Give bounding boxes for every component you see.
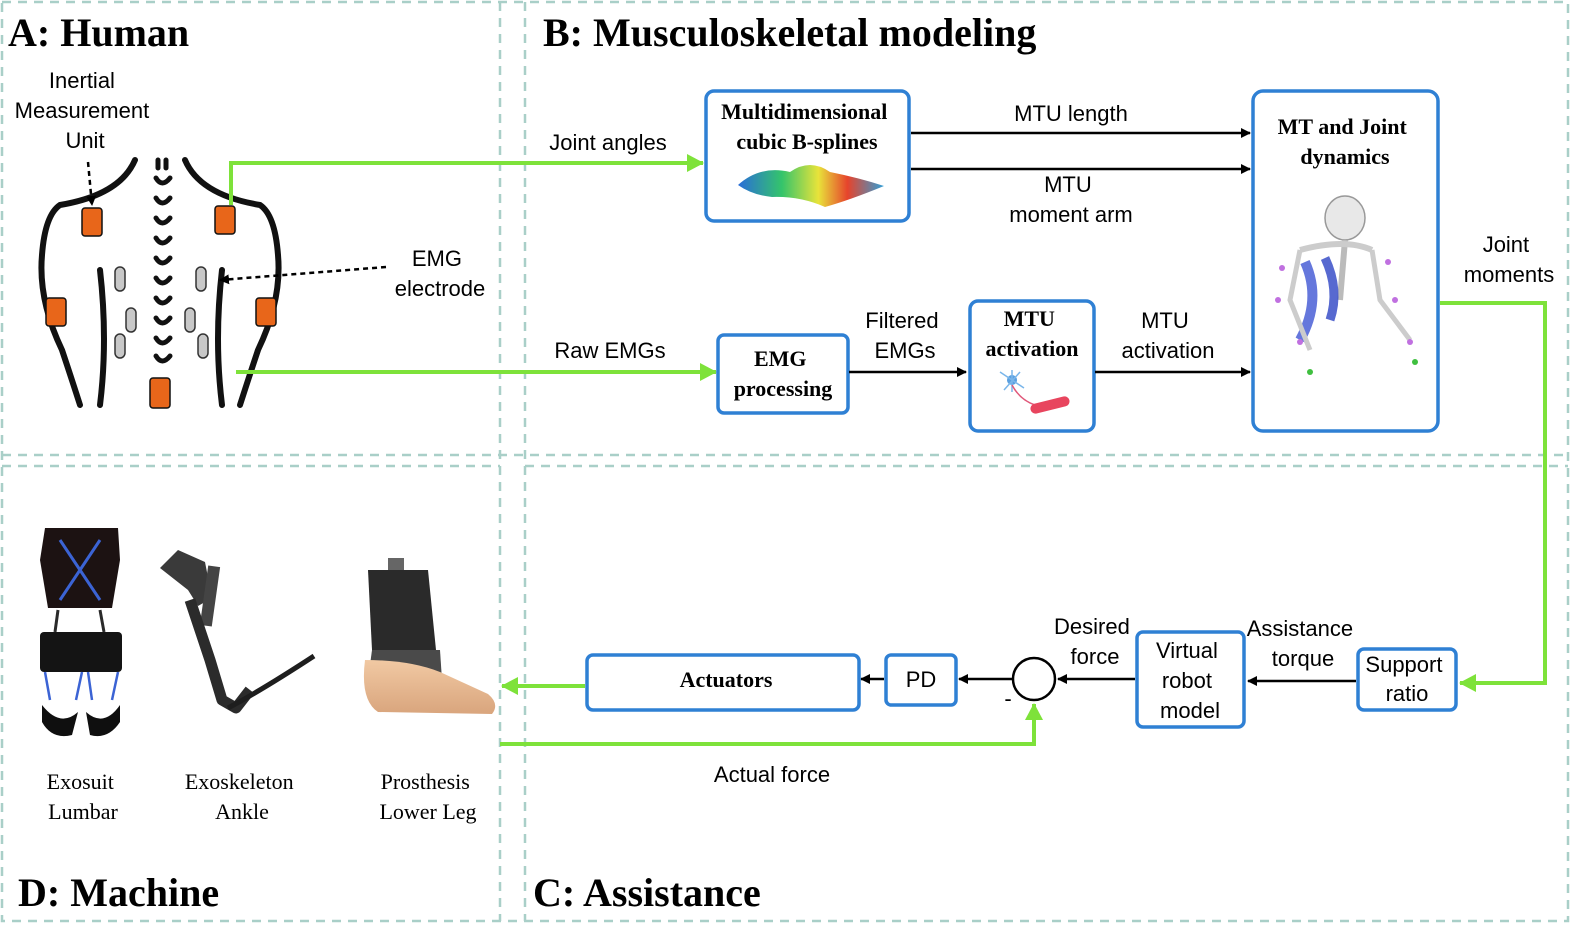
imu-sensor [214,205,236,235]
spline-surface-icon [738,165,884,207]
mt-joint-dynamics-label: MT and Joint dynamics [1278,114,1413,169]
exoskeleton-ankle-image [160,550,316,714]
panel-title-machine: D: Machine [18,870,219,915]
neuron-muscle-icon [999,370,1070,414]
mtu-moment-arm-label: MTU moment arm [1009,172,1132,227]
device-caption-exosuit: Exosuit Lumbar [47,769,120,824]
summing-junction [1011,656,1057,702]
imu-label: Inertial Measurement Unit [15,68,156,153]
human-back-illustration [38,157,387,409]
exosuit-lumbar-image [40,528,122,737]
mtu-length-label: MTU length [1014,101,1128,126]
imu-sensor [149,377,171,409]
desired-force-label: Desired force [1054,614,1136,669]
panel-title-human: A: Human [8,10,189,55]
joint-moments-arrow [1440,301,1547,692]
spine-vertebrae [153,157,173,364]
filtered-emgs-label: Filtered EMGs [865,308,944,363]
panel-title-modeling: B: Musculoskeletal modeling [543,10,1036,55]
device-caption-exoskeleton: Exoskeleton Ankle [185,769,299,824]
bsplines-block: Multidimensional cubic B-splines [704,89,911,223]
assistance-torque-label: Assistance torque [1247,616,1360,671]
imu-sensor [45,297,67,327]
imu-sensor [255,297,277,327]
virtual-robot-model-label: Virtual robot model [1156,638,1224,723]
pd-controller-block: PD [884,653,958,707]
joint-angles-arrow [229,154,704,205]
joint-moments-label: Joint moments [1464,232,1554,287]
mtu-activation-label: MTU activation [1122,308,1215,363]
emg-pointer-arrow [219,265,387,285]
imu-sensor [81,207,103,237]
virtual-robot-model-block: Virtual robot model [1135,630,1246,729]
skeleton-model-icon [1275,195,1418,375]
mtu-activation-box-label: MTU activation [986,306,1079,361]
actual-force-label: Actual force [714,762,830,787]
minus-sign: - [1004,686,1011,711]
emg-processing-block: EMG processing [716,333,850,415]
support-ratio-label: Support ratio [1365,652,1448,706]
support-ratio-block: Support ratio [1356,647,1458,712]
joint-angles-label: Joint angles [549,130,666,155]
emg-electrode-label: EMG electrode [395,246,486,301]
actuators-label: Actuators [680,667,773,692]
emg-electrodes [114,266,209,359]
device-caption-prosthesis: Prosthesis Lower Leg [379,769,476,824]
panel-title-assistance: C: Assistance [533,870,761,915]
prosthesis-lower-leg-image [363,558,496,714]
bsplines-label: Multidimensional cubic B-splines [721,99,893,154]
imu-pointer-arrow [86,161,97,206]
actuators-block: Actuators [585,653,861,712]
raw-emgs-label: Raw EMGs [554,338,665,363]
actual-force-arrow [500,703,1043,746]
emg-processing-label: EMG processing [734,346,833,401]
mt-joint-dynamics-block: MT and Joint dynamics [1251,89,1440,433]
mtu-activation-block: MTU activation [968,299,1096,433]
pd-label: PD [906,667,937,692]
